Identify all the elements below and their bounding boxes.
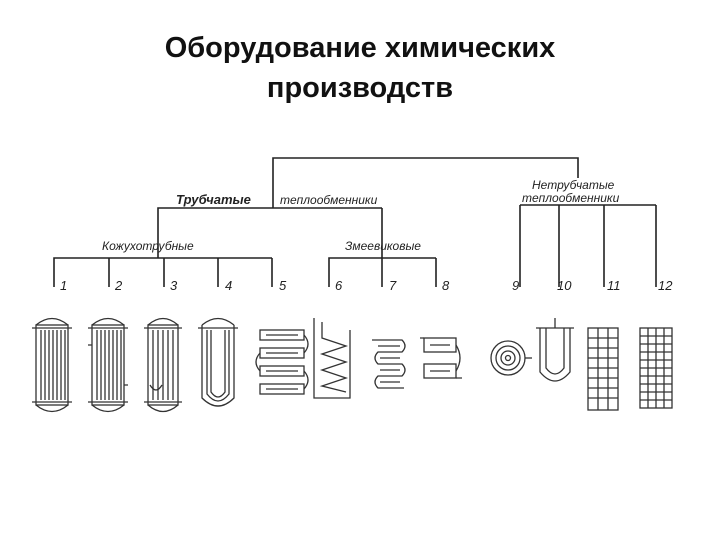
exchanger-4-icon [198,317,238,407]
title-line-2: производств [266,72,454,104]
exchanger-6-icon [313,318,351,399]
number-9: 9 [512,278,519,293]
exchanger-10-icon [536,318,574,382]
exchanger-5-icon [255,329,309,395]
exchanger-11-icon [587,327,619,411]
exchanger-7-icon [372,339,406,389]
number-3: 3 [170,278,178,293]
exchanger-9-icon [490,340,532,376]
number-2: 2 [114,278,123,293]
number-1: 1 [60,278,67,293]
exchanger-12-icon [639,327,673,409]
exchanger-1-icon [32,317,72,413]
exchanger-8-icon [420,337,462,379]
number-12: 12 [658,278,673,293]
label-tubular-suffix: теплообменники [280,193,378,207]
label-tubular: Трубчатые [176,192,251,207]
exchanger-2-icon [88,317,128,413]
number-8: 8 [442,278,450,293]
number-7: 7 [389,278,397,293]
tree-lines [53,157,657,287]
label-coil: Змеевиковые [345,239,421,253]
exchanger-3-icon [144,317,182,413]
number-11: 11 [607,278,621,293]
label-nontubular-2: теплообменники [522,191,620,205]
title-line-1: Оборудование химических [164,32,556,64]
number-6: 6 [335,278,343,293]
slide-title: Оборудование химических производств [0,28,720,108]
number-4: 4 [225,278,232,293]
number-10: 10 [557,278,572,293]
label-nontubular-1: Нетрубчатые [532,178,615,192]
label-shell-and-tube: Кожухотрубные [102,239,194,253]
number-5: 5 [279,278,287,293]
